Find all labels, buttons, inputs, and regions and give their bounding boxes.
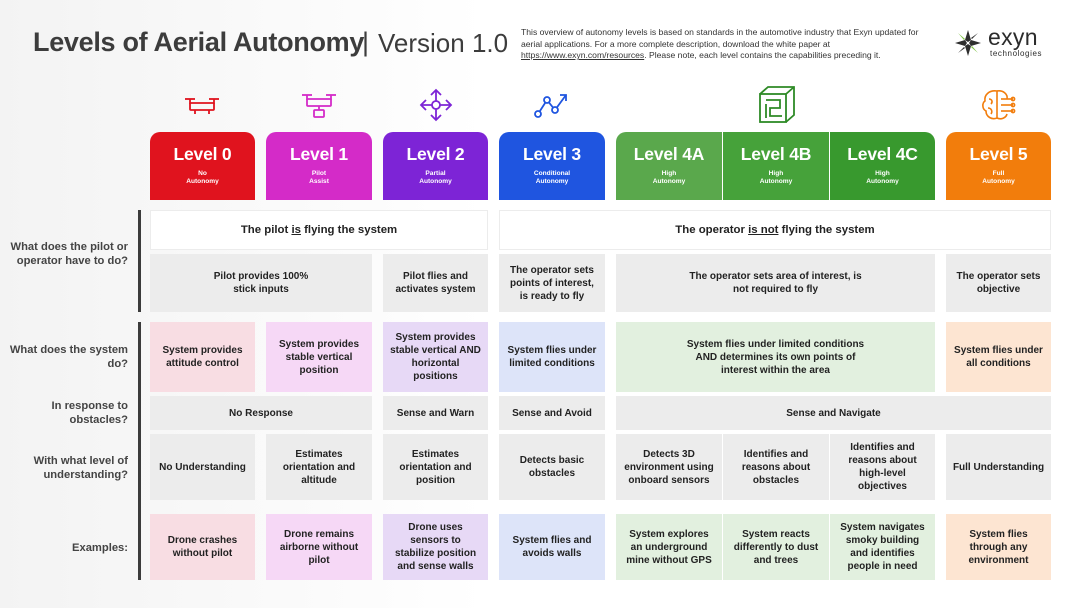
level-4b-header: Level 4B High Autonomy: [723, 132, 829, 200]
logo-wordmark: exyn: [988, 24, 1038, 50]
level-4b-sub2: Autonomy: [759, 178, 793, 186]
path-nodes-icon: [532, 85, 572, 125]
obstacles-none-cell: No Response: [150, 396, 372, 430]
level-4b-name: Level 4B: [740, 144, 812, 164]
level-1-sub1: Pilot: [311, 170, 327, 177]
obstacles-avoid-cell: Sense and Avoid: [499, 396, 605, 430]
pilot-flying-pre: The pilot: [240, 223, 292, 236]
row-label-understanding: With what level of understanding?: [33, 455, 128, 481]
pilot-flies-cell: Pilot flies and activates system: [383, 254, 488, 312]
page-title: Levels of Aerial Autonomy: [33, 27, 365, 57]
system-l5-cell: System flies under all conditions: [946, 322, 1051, 392]
level-4a-sub1: High: [661, 170, 677, 177]
intro-text: This overview of autonomy levels is base…: [521, 27, 919, 49]
intro-tail: . Please note, each level contains the c…: [644, 50, 881, 61]
understanding-l2-cell: Estimates orientation and position: [383, 434, 488, 500]
example-l2-cell: Drone uses sensors to stabilize position…: [383, 514, 488, 580]
intro-paragraph: This overview of autonomy levels is base…: [521, 27, 941, 62]
level-5-sub2: Autonomy: [982, 178, 1015, 186]
level-4a-header: Level 4A High Autonomy: [616, 132, 722, 200]
level-2-header: Level 2 Partial Autonomy: [383, 132, 488, 200]
pilot-provides-cell: Pilot provides 100% stick inputs: [150, 254, 372, 312]
level-0-sub1: No: [198, 170, 207, 177]
exyn-logo-icon: [953, 28, 983, 58]
title-separator: |: [362, 27, 370, 57]
system-l3-cell: System flies under limited conditions: [499, 322, 605, 392]
level-2-name: Level 2: [406, 144, 465, 164]
example-l4b-cell: System reacts differently to dust and tr…: [723, 514, 829, 580]
system-l2-cell: System provides stable vertical AND hori…: [383, 322, 488, 392]
understanding-l1-cell: Estimates orientation and altitude: [266, 434, 372, 500]
level-2-sub1: Partial: [425, 170, 446, 177]
resources-link[interactable]: https://www.exyn.com/resources: [521, 50, 645, 61]
operator-isnot: is not: [748, 223, 779, 236]
example-l0-cell: Drone crashes without pilot: [150, 514, 255, 580]
understanding-l4c-cell: Identifies and reasons about high-level …: [830, 434, 935, 500]
drone-icon: [182, 85, 222, 125]
level-4c-sub1: High: [875, 170, 890, 177]
understanding-l4b-cell: Identifies and reasons about obstacles: [723, 434, 829, 500]
level-4a-name: Level 4A: [633, 144, 705, 164]
operator-area-cell: The operator sets area of interest, is n…: [616, 254, 935, 312]
system-l1-cell: System provides stable vertical position: [266, 322, 372, 392]
level-0-header: Level 0 No Autonomy: [150, 132, 255, 200]
operator-post: flying the system: [778, 223, 875, 236]
level-1-header: Level 1 Pilot Assist: [266, 132, 372, 200]
example-l4c-cell: System navigates smoky building and iden…: [830, 514, 935, 580]
example-l1-cell: Drone remains airborne without pilot: [266, 514, 372, 580]
understanding-l0-cell: No Understanding: [150, 434, 255, 500]
row-divider-pilot: [138, 210, 141, 312]
understanding-l5-cell: Full Understanding: [946, 434, 1051, 500]
pilot-drone-icon: [299, 85, 339, 125]
row-divider-system: [138, 322, 141, 580]
example-l5-cell: System flies through any environment: [946, 514, 1051, 580]
level-4c-header: Level 4C High Autonomy: [830, 132, 935, 200]
operator-objective-cell: The operator sets objective: [946, 254, 1051, 312]
obstacles-warn-cell: Sense and Warn: [383, 396, 488, 430]
understanding-l3-cell: Detects basic obstacles: [499, 434, 605, 500]
level-1-name: Level 1: [290, 144, 348, 164]
row-label-system: What does the system do?: [9, 344, 128, 370]
level-5-sub1: Full: [992, 170, 1005, 177]
level-0-sub2: Autonomy: [186, 178, 219, 186]
pilot-flying-post: flying the system: [300, 223, 398, 236]
level-4c-sub2: Autonomy: [866, 178, 899, 186]
row-label-pilot: What does the pilot or operator have to …: [10, 241, 128, 267]
move-arrows-icon: [416, 85, 456, 125]
level-3-name: Level 3: [523, 144, 581, 164]
level-0-name: Level 0: [173, 144, 232, 164]
logo-subtitle: technologies: [990, 49, 1043, 58]
understanding-l4a-cell: Detects 3D environment using onboard sen…: [616, 434, 722, 500]
version-label: Version 1.0: [378, 28, 509, 58]
example-l4a-cell: System explores an underground mine with…: [616, 514, 722, 580]
level-3-sub2: Autonomy: [535, 178, 569, 186]
row-label-examples: Examples:: [72, 542, 128, 554]
brain-circuit-icon: [978, 85, 1018, 125]
example-l3-cell: System flies and avoids walls: [499, 514, 605, 580]
operator-pre: The operator: [675, 223, 749, 236]
pilot-flying-is: is: [291, 223, 301, 236]
level-4a-sub2: Autonomy: [652, 178, 686, 186]
level-4b-sub1: High: [768, 170, 784, 177]
3d-maze-icon: [755, 83, 799, 127]
system-l4-cell: System flies under limited conditions AN…: [616, 322, 935, 392]
level-3-sub1: Conditional: [533, 170, 571, 177]
system-l0-cell: System provides attitude control: [150, 322, 255, 392]
operator-points-cell: The operator sets points of interest, is…: [499, 254, 605, 312]
level-1-sub2: Assist: [309, 178, 329, 186]
pilot-flying-banner: The pilot is flying the system: [150, 210, 488, 250]
level-5-name: Level 5: [969, 144, 1028, 164]
level-2-sub2: Autonomy: [419, 178, 452, 186]
operator-not-flying-banner: The operator is not flying the system: [499, 210, 1051, 250]
level-5-header: Level 5 Full Autonomy: [946, 132, 1051, 200]
level-4c-name: Level 4C: [847, 144, 918, 164]
row-label-obstacles: In response to obstacles?: [51, 400, 128, 426]
obstacles-navigate-cell: Sense and Navigate: [616, 396, 1051, 430]
level-3-header: Level 3 Conditional Autonomy: [499, 132, 605, 200]
